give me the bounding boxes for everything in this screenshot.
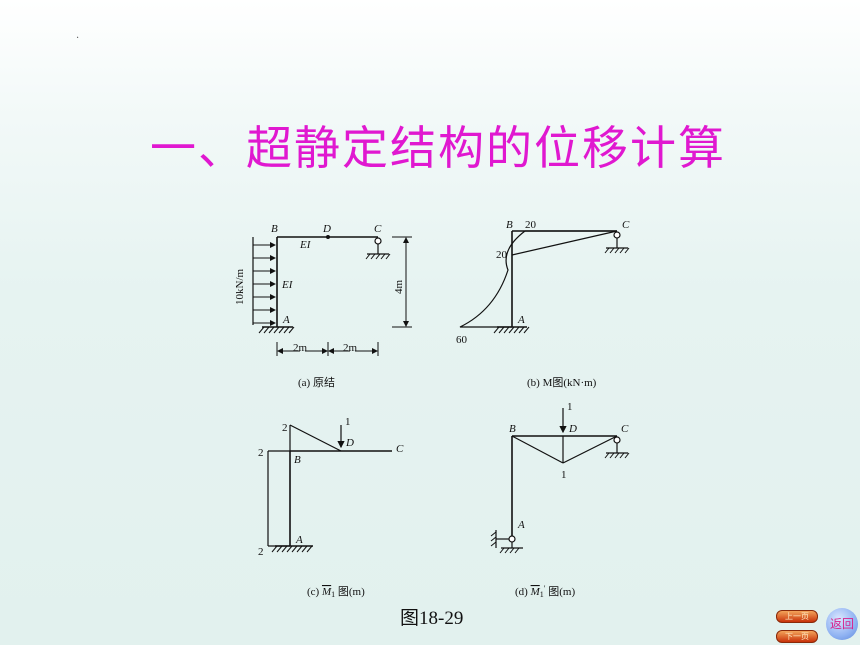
label-c-C: C [396, 443, 404, 455]
diagram-d [490, 408, 630, 554]
diagram-d-labels: 1 B D C A 1 (d) M1′ 图(m) [509, 401, 629, 599]
caption-b: (b) M图(kN·m) [527, 376, 597, 389]
value-d-mid: 1 [561, 469, 567, 481]
label-a-B: B [271, 223, 278, 235]
diagram-a-labels: B D C A EI EI [271, 223, 382, 326]
label-d-D: D [568, 423, 577, 435]
diagram-c [267, 424, 392, 553]
label-d-A: A [517, 519, 525, 531]
label-c-B: B [294, 454, 301, 466]
diagram-a-load: 10kN/m [234, 269, 246, 306]
value-d-load: 1 [567, 401, 573, 413]
label-c-A: A [295, 534, 303, 546]
diagram-a [252, 235, 412, 356]
label-b-C: C [622, 219, 630, 231]
value-c-peak: 2 [282, 422, 288, 434]
diagram-b [459, 230, 630, 334]
label-a-D: D [322, 223, 331, 235]
label-c-D: D [345, 437, 354, 449]
caption-c: (c) M1 图(m) [307, 585, 365, 599]
diagram-a-height: 4m [393, 280, 405, 295]
page-title: 一、超静定结构的位移计算 [150, 121, 726, 175]
diagram-c-labels: 1 D C B A 2 2 2 (c) M1 图(m) [258, 416, 404, 599]
label-a-EI-col: EI [281, 279, 294, 291]
return-button[interactable]: 返回 [826, 608, 858, 640]
figure-caption: 图18-29 [400, 608, 464, 629]
diagram-a-span2: 2m [343, 342, 358, 354]
value-b-left: 20 [496, 249, 508, 261]
diagram-a-span1: 2m [293, 342, 308, 354]
label-a-A: A [282, 314, 290, 326]
value-b-top: 20 [525, 219, 537, 231]
caption-d: (d) M1′ 图(m) [515, 584, 575, 599]
value-c-load: 1 [345, 416, 351, 428]
diagram-b-labels: B C A 20 20 60 (b) M图(kN·m) [456, 219, 630, 389]
prev-page-button[interactable]: 上一页 [776, 610, 818, 623]
label-b-B: B [506, 219, 513, 231]
label-d-C: C [621, 423, 629, 435]
label-d-B: B [509, 423, 516, 435]
label-a-C: C [374, 223, 382, 235]
next-page-button[interactable]: 下一页 [776, 630, 818, 643]
label-b-A: A [517, 314, 525, 326]
value-c-left: 2 [258, 447, 264, 459]
page-dot: . [76, 30, 80, 41]
label-a-EI-top: EI [299, 239, 312, 251]
caption-a: (a) 原结 [298, 376, 335, 389]
value-c-bottom: 2 [258, 546, 264, 558]
value-b-base: 60 [456, 334, 468, 346]
